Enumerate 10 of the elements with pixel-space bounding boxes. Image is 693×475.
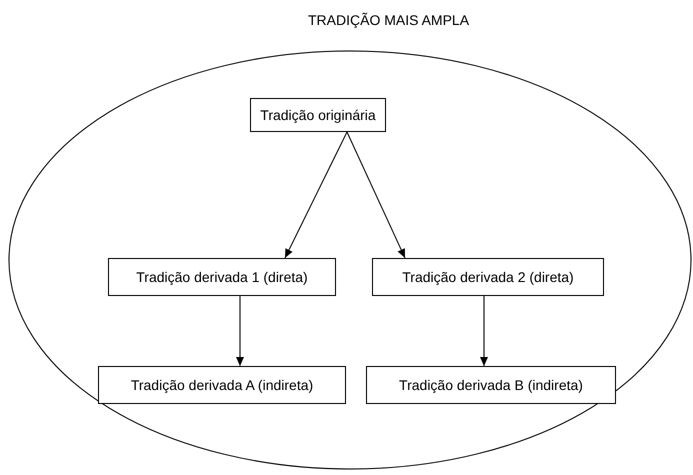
process-box: Tradição derivada 1 (direta) bbox=[108, 258, 336, 296]
arrow bbox=[236, 296, 244, 366]
arrow bbox=[480, 296, 488, 366]
process-box: Tradição derivada B (indireta) bbox=[366, 366, 616, 404]
process-box: Tradição derivada A (indireta) bbox=[98, 366, 346, 404]
arrow bbox=[284, 132, 348, 258]
process-box: Tradição originária bbox=[250, 98, 386, 132]
process-box: Tradição derivada 2 (direta) bbox=[372, 258, 604, 296]
arrow bbox=[346, 132, 406, 258]
ellipse-heading: TRADIÇÃO MAIS AMPLA bbox=[308, 11, 468, 30]
